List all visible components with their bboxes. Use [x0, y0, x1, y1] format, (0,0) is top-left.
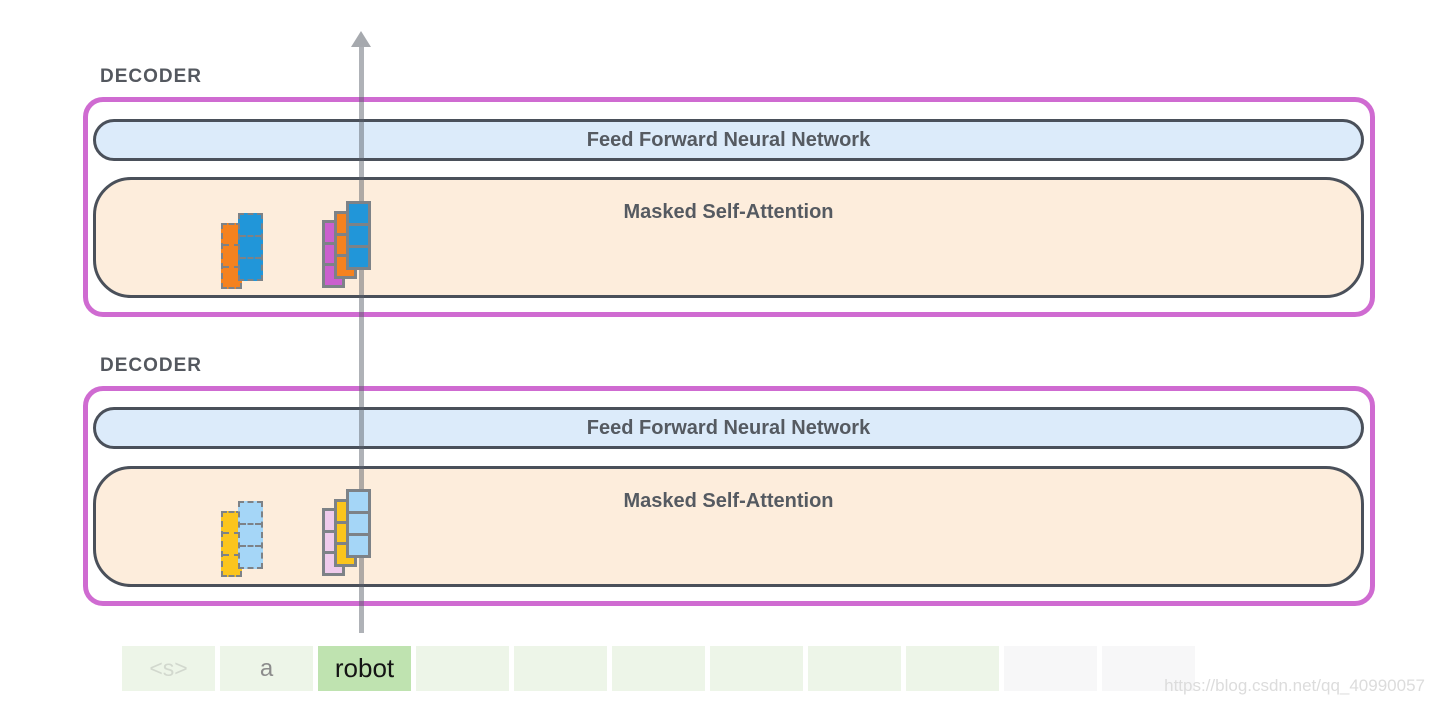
token-cell-empty	[416, 646, 509, 691]
token-cell-start: <s>	[122, 646, 215, 691]
attention-query-column-light-blue	[238, 501, 263, 569]
attention-result-column-light-blue	[346, 489, 371, 558]
output-arrow-head-icon	[351, 31, 371, 47]
attention-query-column-blue	[238, 213, 263, 281]
decoder-2-masked-self-attention-layer: Masked Self-Attention	[93, 466, 1364, 587]
token-cell-empty	[906, 646, 999, 691]
token-cell-inactive	[1102, 646, 1195, 691]
token-cell-empty	[710, 646, 803, 691]
watermark-url: https://blog.csdn.net/qq_40990057	[1164, 676, 1425, 695]
output-arrow-line	[359, 44, 364, 633]
decoder-1-masked-self-attention-layer: Masked Self-Attention	[93, 177, 1364, 298]
decoder-2-feed-forward-layer: Feed Forward Neural Network	[93, 407, 1364, 449]
token-cell-empty	[514, 646, 607, 691]
decoder-1-feed-forward-layer: Feed Forward Neural Network	[93, 119, 1364, 161]
feed-forward-label: Feed Forward Neural Network	[586, 128, 871, 151]
token-cell-empty	[808, 646, 901, 691]
token-cell-a: a	[220, 646, 313, 691]
masked-self-attention-label: Masked Self-Attention	[623, 490, 834, 512]
token-cell-empty	[612, 646, 705, 691]
input-token-row: <s> a robot	[122, 646, 1195, 691]
masked-self-attention-label: Masked Self-Attention	[623, 201, 834, 223]
attention-result-column-blue	[346, 201, 371, 270]
decoder-2-label: DECODER	[100, 355, 203, 376]
decoder-1-label: DECODER	[100, 66, 203, 87]
feed-forward-label: Feed Forward Neural Network	[586, 416, 871, 439]
token-cell-robot: robot	[318, 646, 411, 691]
token-cell-inactive	[1004, 646, 1097, 691]
